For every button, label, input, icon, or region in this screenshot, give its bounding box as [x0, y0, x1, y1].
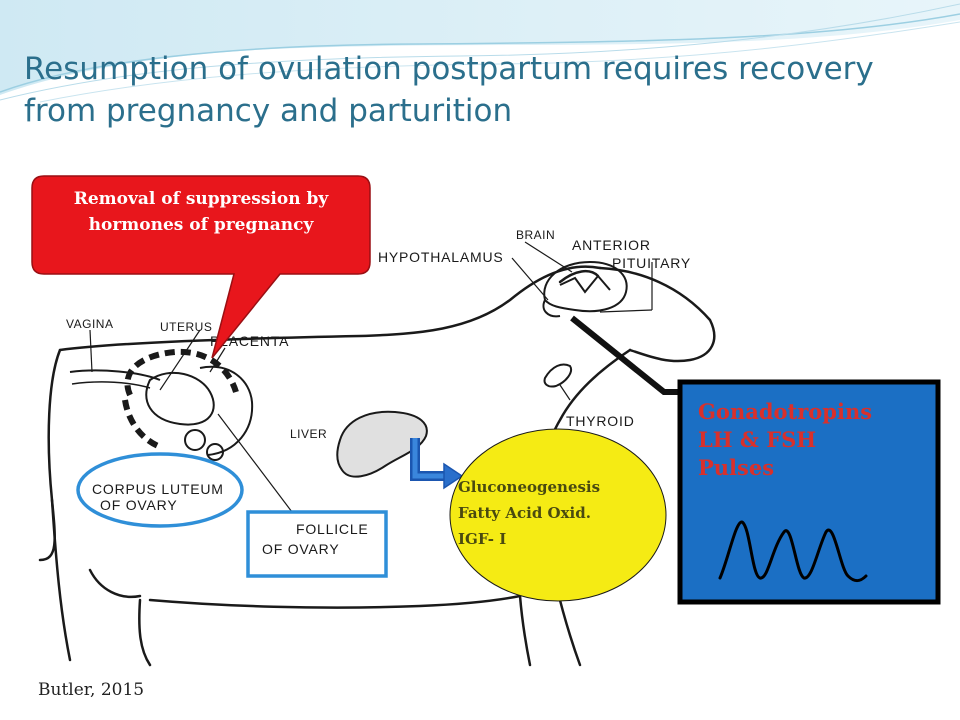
- metabolism-text: Gluconeogenesis Fatty Acid Oxid. IGF- I: [458, 474, 658, 552]
- follicle-highlight: [246, 510, 388, 578]
- label-of-ovary-cl: OF OVARY: [100, 497, 177, 513]
- uterus-placenta-shape: [69, 348, 254, 461]
- metabolism-line-2: Fatty Acid Oxid.: [458, 504, 591, 522]
- label-follicle: FOLLICLE: [296, 521, 369, 537]
- label-liver: LIVER: [290, 427, 327, 441]
- callout-line-1: Removal of suppression by: [73, 189, 329, 209]
- label-brain: BRAIN: [516, 228, 555, 242]
- label-hypothalamus: HYPOTHALAMUS: [378, 249, 504, 265]
- label-pituitary: PITUITARY: [612, 255, 691, 271]
- callout-line-2: hormones of pregnancy: [88, 215, 314, 235]
- callout-text: Removal of suppression by hormones of pr…: [36, 186, 366, 238]
- label-uterus: UTERUS: [160, 320, 212, 334]
- label-of-ovary-f: OF OVARY: [262, 541, 339, 557]
- gonadotropins-box: [677, 379, 941, 605]
- metabolism-line-1: Gluconeogenesis: [458, 478, 601, 496]
- thyroid-shape: [543, 363, 572, 388]
- metabolism-ellipse: [449, 428, 667, 602]
- label-thyroid: THYROID: [566, 413, 635, 429]
- label-anterior: ANTERIOR: [572, 237, 651, 253]
- gonadotropins-text: Gonadotropins LH & FSH Pulses: [698, 398, 938, 482]
- callout-bubble: [31, 175, 371, 359]
- gonadotropins-line-2: LH & FSH: [698, 427, 817, 452]
- header-wave-decoration: [0, 0, 960, 103]
- title-line-1: Resumption of ovulation postpartum requi…: [24, 51, 874, 87]
- pulse-trace: [718, 520, 868, 583]
- label-corpus-luteum: CORPUS LUTEUM: [92, 481, 224, 497]
- corpus-luteum-highlight: [76, 452, 244, 528]
- liver-arrow: [410, 438, 464, 490]
- title-line-2: from pregnancy and parturition: [24, 93, 513, 129]
- metabolism-line-3: IGF- I: [458, 530, 507, 548]
- label-vagina: VAGINA: [66, 317, 113, 331]
- slide-title: Resumption of ovulation postpartum requi…: [24, 48, 924, 132]
- label-leader-lines: [89, 241, 653, 513]
- gonadotropins-line-1: Gonadotropins: [698, 399, 873, 424]
- gonadotropins-line-3: Pulses: [698, 455, 775, 480]
- pituitary-connector-line: [570, 315, 680, 395]
- source-credit: Butler, 2015: [38, 680, 145, 700]
